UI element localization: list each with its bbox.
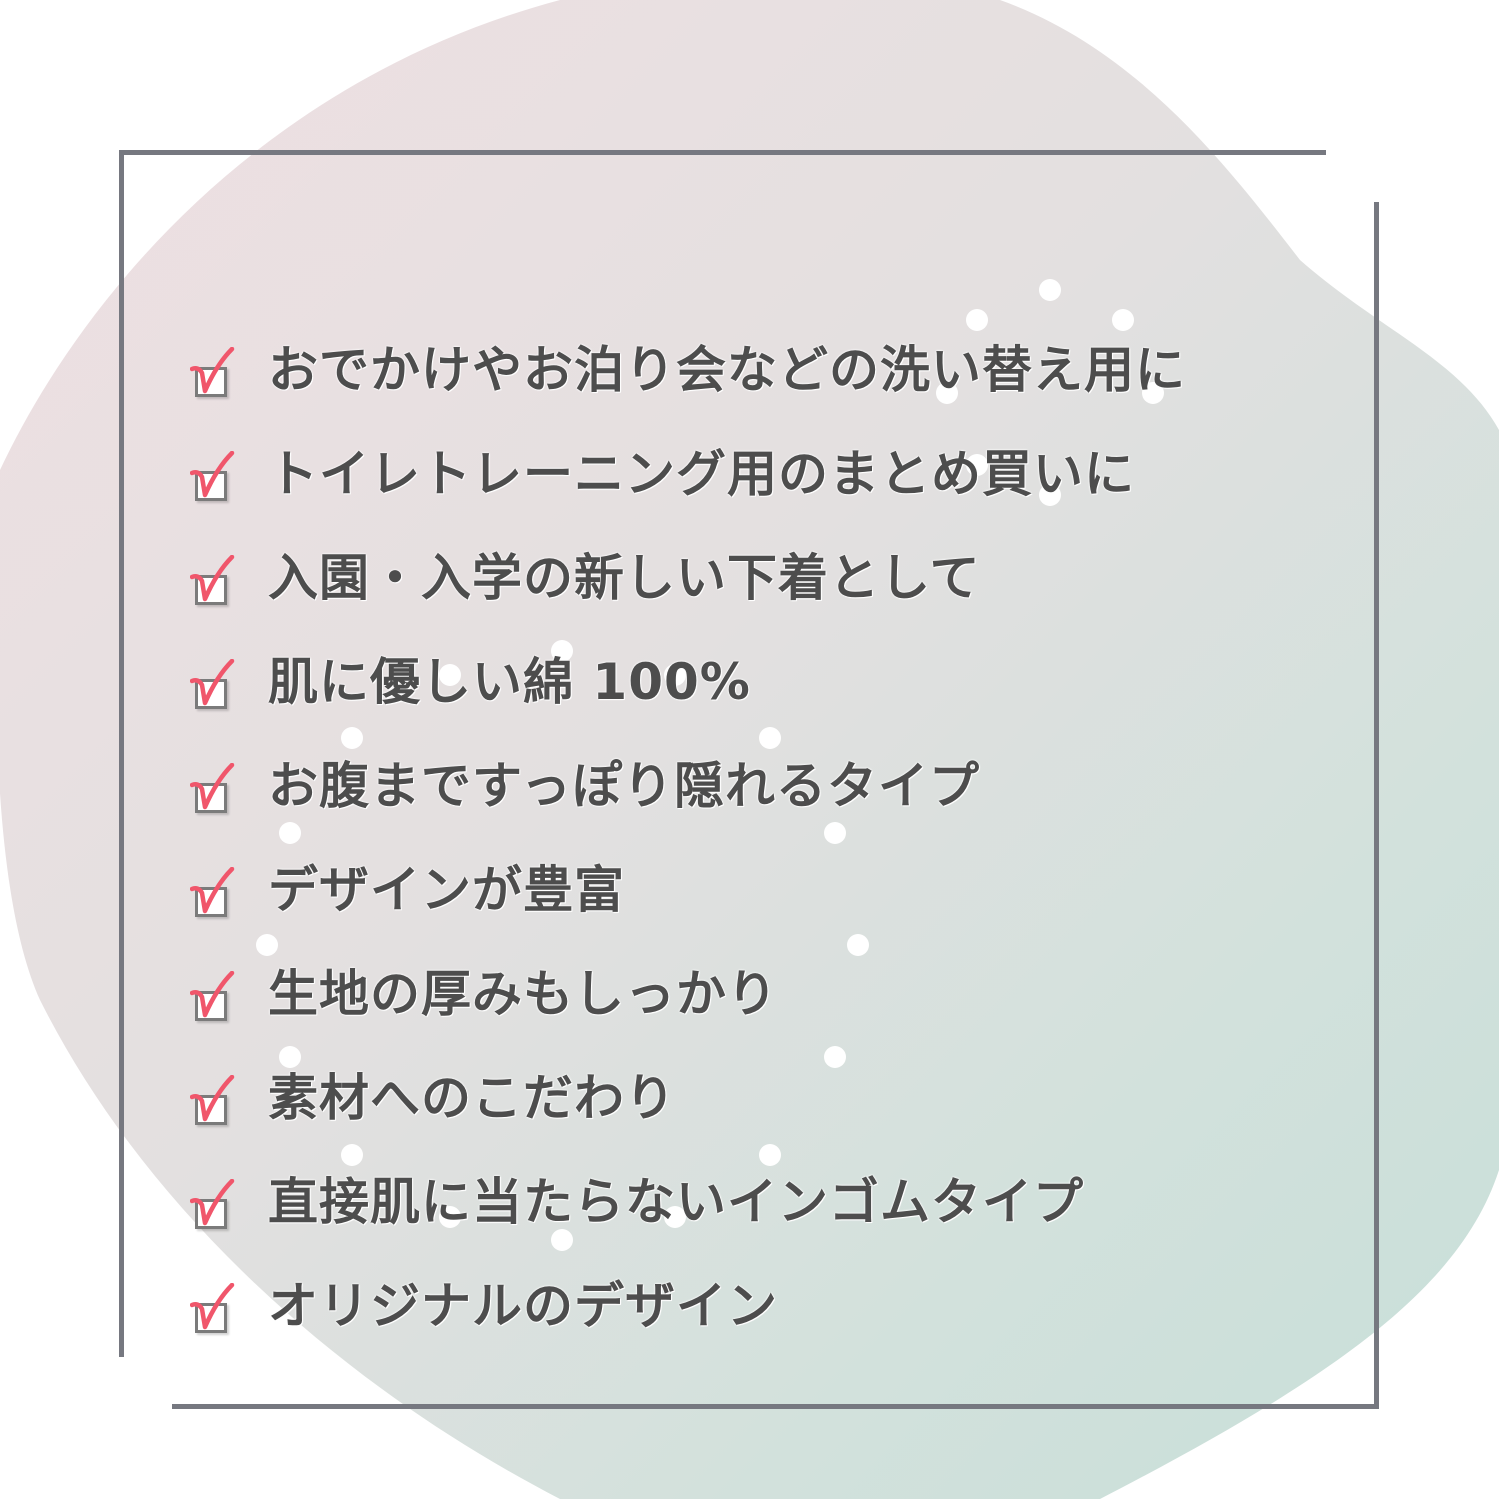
checklist-item-label: トイレトレーニング用のまとめ買いに	[268, 445, 1135, 503]
checkbox-checked-icon	[190, 1075, 238, 1127]
dot	[279, 1046, 301, 1068]
checkbox-checked-icon	[190, 971, 238, 1023]
checklist-item-label: 入園・入学の新しい下着として	[268, 549, 981, 607]
dot	[551, 1229, 573, 1251]
checklist-item-label: 肌に優しい綿 100%	[268, 653, 751, 711]
checklist-item-label: オリジナルのデザイン	[268, 1277, 778, 1335]
checkbox-checked-icon	[190, 867, 238, 919]
frame-right-line	[1374, 202, 1379, 1409]
frame-top-line	[119, 150, 1326, 155]
dot	[1142, 382, 1164, 404]
dot	[664, 664, 686, 686]
dot	[1039, 484, 1061, 506]
dot	[341, 727, 363, 749]
dot	[759, 1144, 781, 1166]
checklist-item-label: 生地の厚みもしっかり	[268, 965, 778, 1023]
dot	[256, 934, 278, 956]
checklist-item-label: お腹まですっぽり隠れるタイプ	[268, 757, 980, 815]
checklist-item-label: おでかけやお泊り会などの洗い替え用に	[268, 341, 1186, 399]
dot	[439, 1206, 461, 1228]
frame-bottom-line	[172, 1404, 1379, 1409]
dot	[966, 309, 988, 331]
checkbox-checked-icon	[190, 659, 238, 711]
dot	[824, 1046, 846, 1068]
checkbox-checked-icon	[190, 451, 238, 503]
checkbox-checked-icon	[190, 763, 238, 815]
checklist-item-label: 素材へのこだわり	[268, 1069, 676, 1127]
checkbox-checked-icon	[190, 555, 238, 607]
dot	[1112, 309, 1134, 331]
checkbox-checked-icon	[190, 1283, 238, 1335]
dot	[551, 640, 573, 662]
frame-left-line	[119, 150, 124, 1357]
dot	[824, 822, 846, 844]
dot	[664, 1206, 686, 1228]
dot	[1039, 279, 1061, 301]
dot	[279, 822, 301, 844]
dot	[847, 934, 869, 956]
checkbox-checked-icon	[190, 1179, 238, 1231]
dot	[759, 727, 781, 749]
dot	[966, 454, 988, 476]
dot	[936, 382, 958, 404]
checklist-item-label: デザインが豊富	[268, 861, 625, 919]
checklist-item-label: 直接肌に当たらないインゴムタイプ	[268, 1173, 1084, 1231]
dot	[341, 1144, 363, 1166]
checkbox-checked-icon	[190, 347, 238, 399]
dot	[439, 664, 461, 686]
